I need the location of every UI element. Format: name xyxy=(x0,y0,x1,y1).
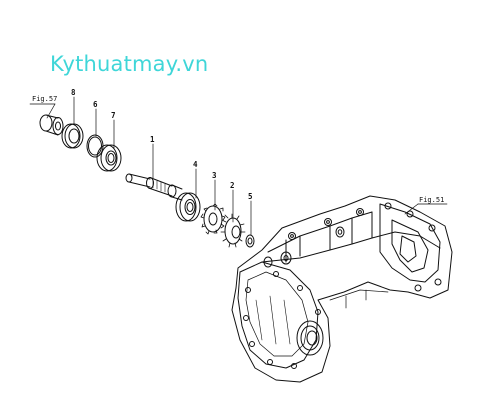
bearing-icon xyxy=(175,192,201,222)
washer-icon xyxy=(245,234,255,248)
callout-3: 3 xyxy=(212,171,217,180)
bearing-cup-icon xyxy=(39,114,64,136)
leader-lines xyxy=(29,96,448,236)
ball-bearing-icon xyxy=(96,144,122,172)
gear-icon xyxy=(200,203,226,235)
ring-icon xyxy=(61,123,84,149)
callout-6: 6 xyxy=(93,100,98,109)
callout-5: 5 xyxy=(248,192,253,201)
snap-ring-icon xyxy=(86,134,104,158)
callout-4: 4 xyxy=(193,160,198,169)
callout-7: 7 xyxy=(111,111,116,120)
callout-8: 8 xyxy=(71,88,76,97)
bevel-gear-icon xyxy=(220,213,246,248)
fig-57-label: Fig.57 xyxy=(32,95,58,103)
watermark-text: Kythuatmay.vn xyxy=(50,52,209,76)
transmission-housing-icon xyxy=(231,195,453,383)
callout-2: 2 xyxy=(230,181,235,190)
fig-51-label: Fig.51 xyxy=(419,196,445,204)
shaft-icon xyxy=(125,173,183,201)
callout-1: 1 xyxy=(150,135,155,144)
